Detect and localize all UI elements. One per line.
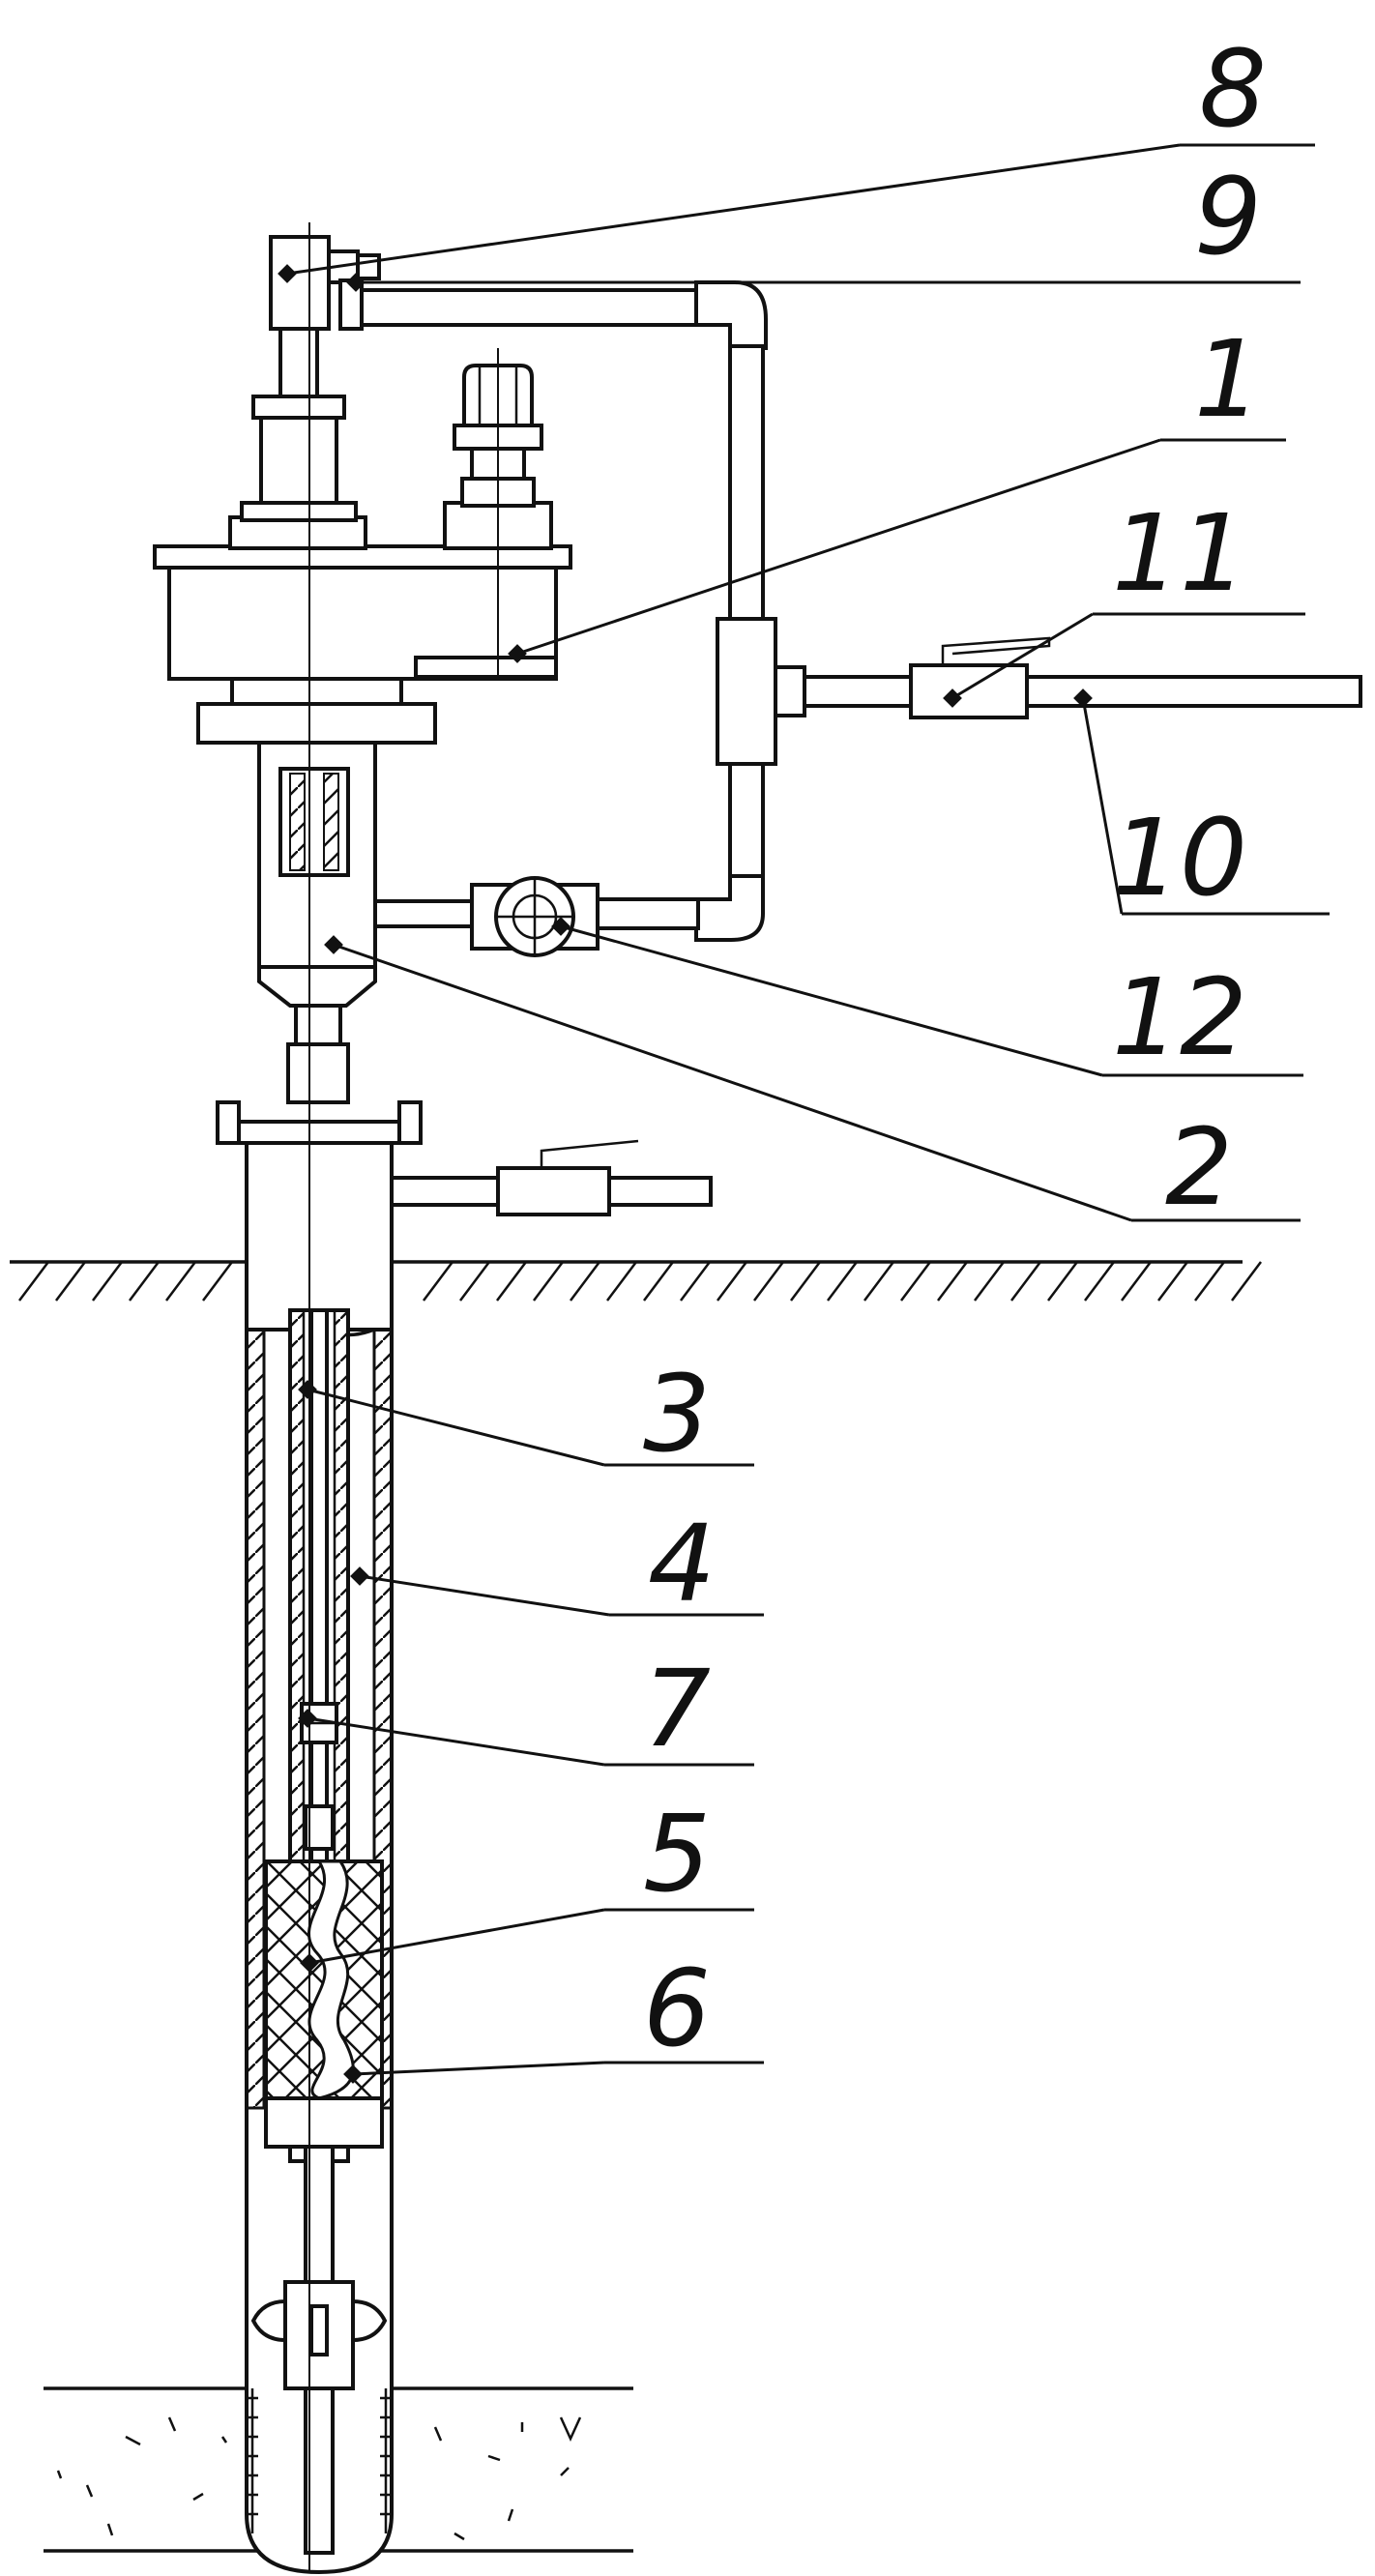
callout-9: 9	[1194, 155, 1262, 278]
callout-5: 5	[643, 1792, 711, 1916]
leader-line-12	[560, 924, 1103, 1077]
callout-3: 3	[643, 1352, 711, 1476]
leader-line-8	[286, 143, 1181, 276]
leader-dot-2	[324, 935, 343, 954]
screw-pump	[264, 1859, 384, 2149]
leader-dot-10	[1073, 688, 1093, 708]
leader-line-6	[352, 2061, 605, 2076]
callout-10: 10	[1112, 796, 1247, 920]
callout-2: 2	[1165, 1105, 1233, 1229]
callout-1: 1	[1194, 317, 1262, 441]
leader-dot-6	[343, 2064, 363, 2084]
leader-dot-9	[346, 273, 366, 292]
leader-dot-7	[298, 1709, 317, 1728]
leader-line-5	[308, 1908, 605, 1965]
leader-line-1	[516, 438, 1161, 656]
callout-6: 6	[643, 1947, 711, 2070]
surface-piping	[338, 278, 1362, 957]
callouts: 8 9 1 11 10 12 2 3 4 7 5 6	[643, 27, 1267, 2070]
leader-line-2	[333, 943, 1132, 1222]
leader-line-7	[307, 1716, 605, 1767]
pressure-housing	[196, 675, 437, 1104]
leader-dot-1	[508, 644, 527, 663]
leader-dot-8	[278, 264, 297, 283]
leader-lines	[278, 143, 1330, 2084]
leader-dot-5	[300, 1953, 319, 1973]
drive-head	[153, 327, 572, 681]
leader-dot-12	[551, 917, 570, 936]
leader-dot-4	[350, 1566, 369, 1586]
callout-7: 7	[643, 1647, 711, 1771]
callout-11: 11	[1112, 491, 1247, 615]
callout-8: 8	[1199, 27, 1267, 151]
leader-dot-11	[943, 688, 962, 708]
leader-line-11	[951, 612, 1094, 700]
leader-line-4	[359, 1574, 610, 1617]
leader-line-10	[1081, 697, 1124, 915]
casing-head	[216, 1100, 713, 1332]
ground-surface	[10, 1260, 1262, 1302]
leader-dot-3	[298, 1380, 317, 1399]
leader-line-3	[307, 1388, 605, 1467]
callout-4: 4	[648, 1502, 716, 1625]
callout-12: 12	[1112, 955, 1247, 1079]
